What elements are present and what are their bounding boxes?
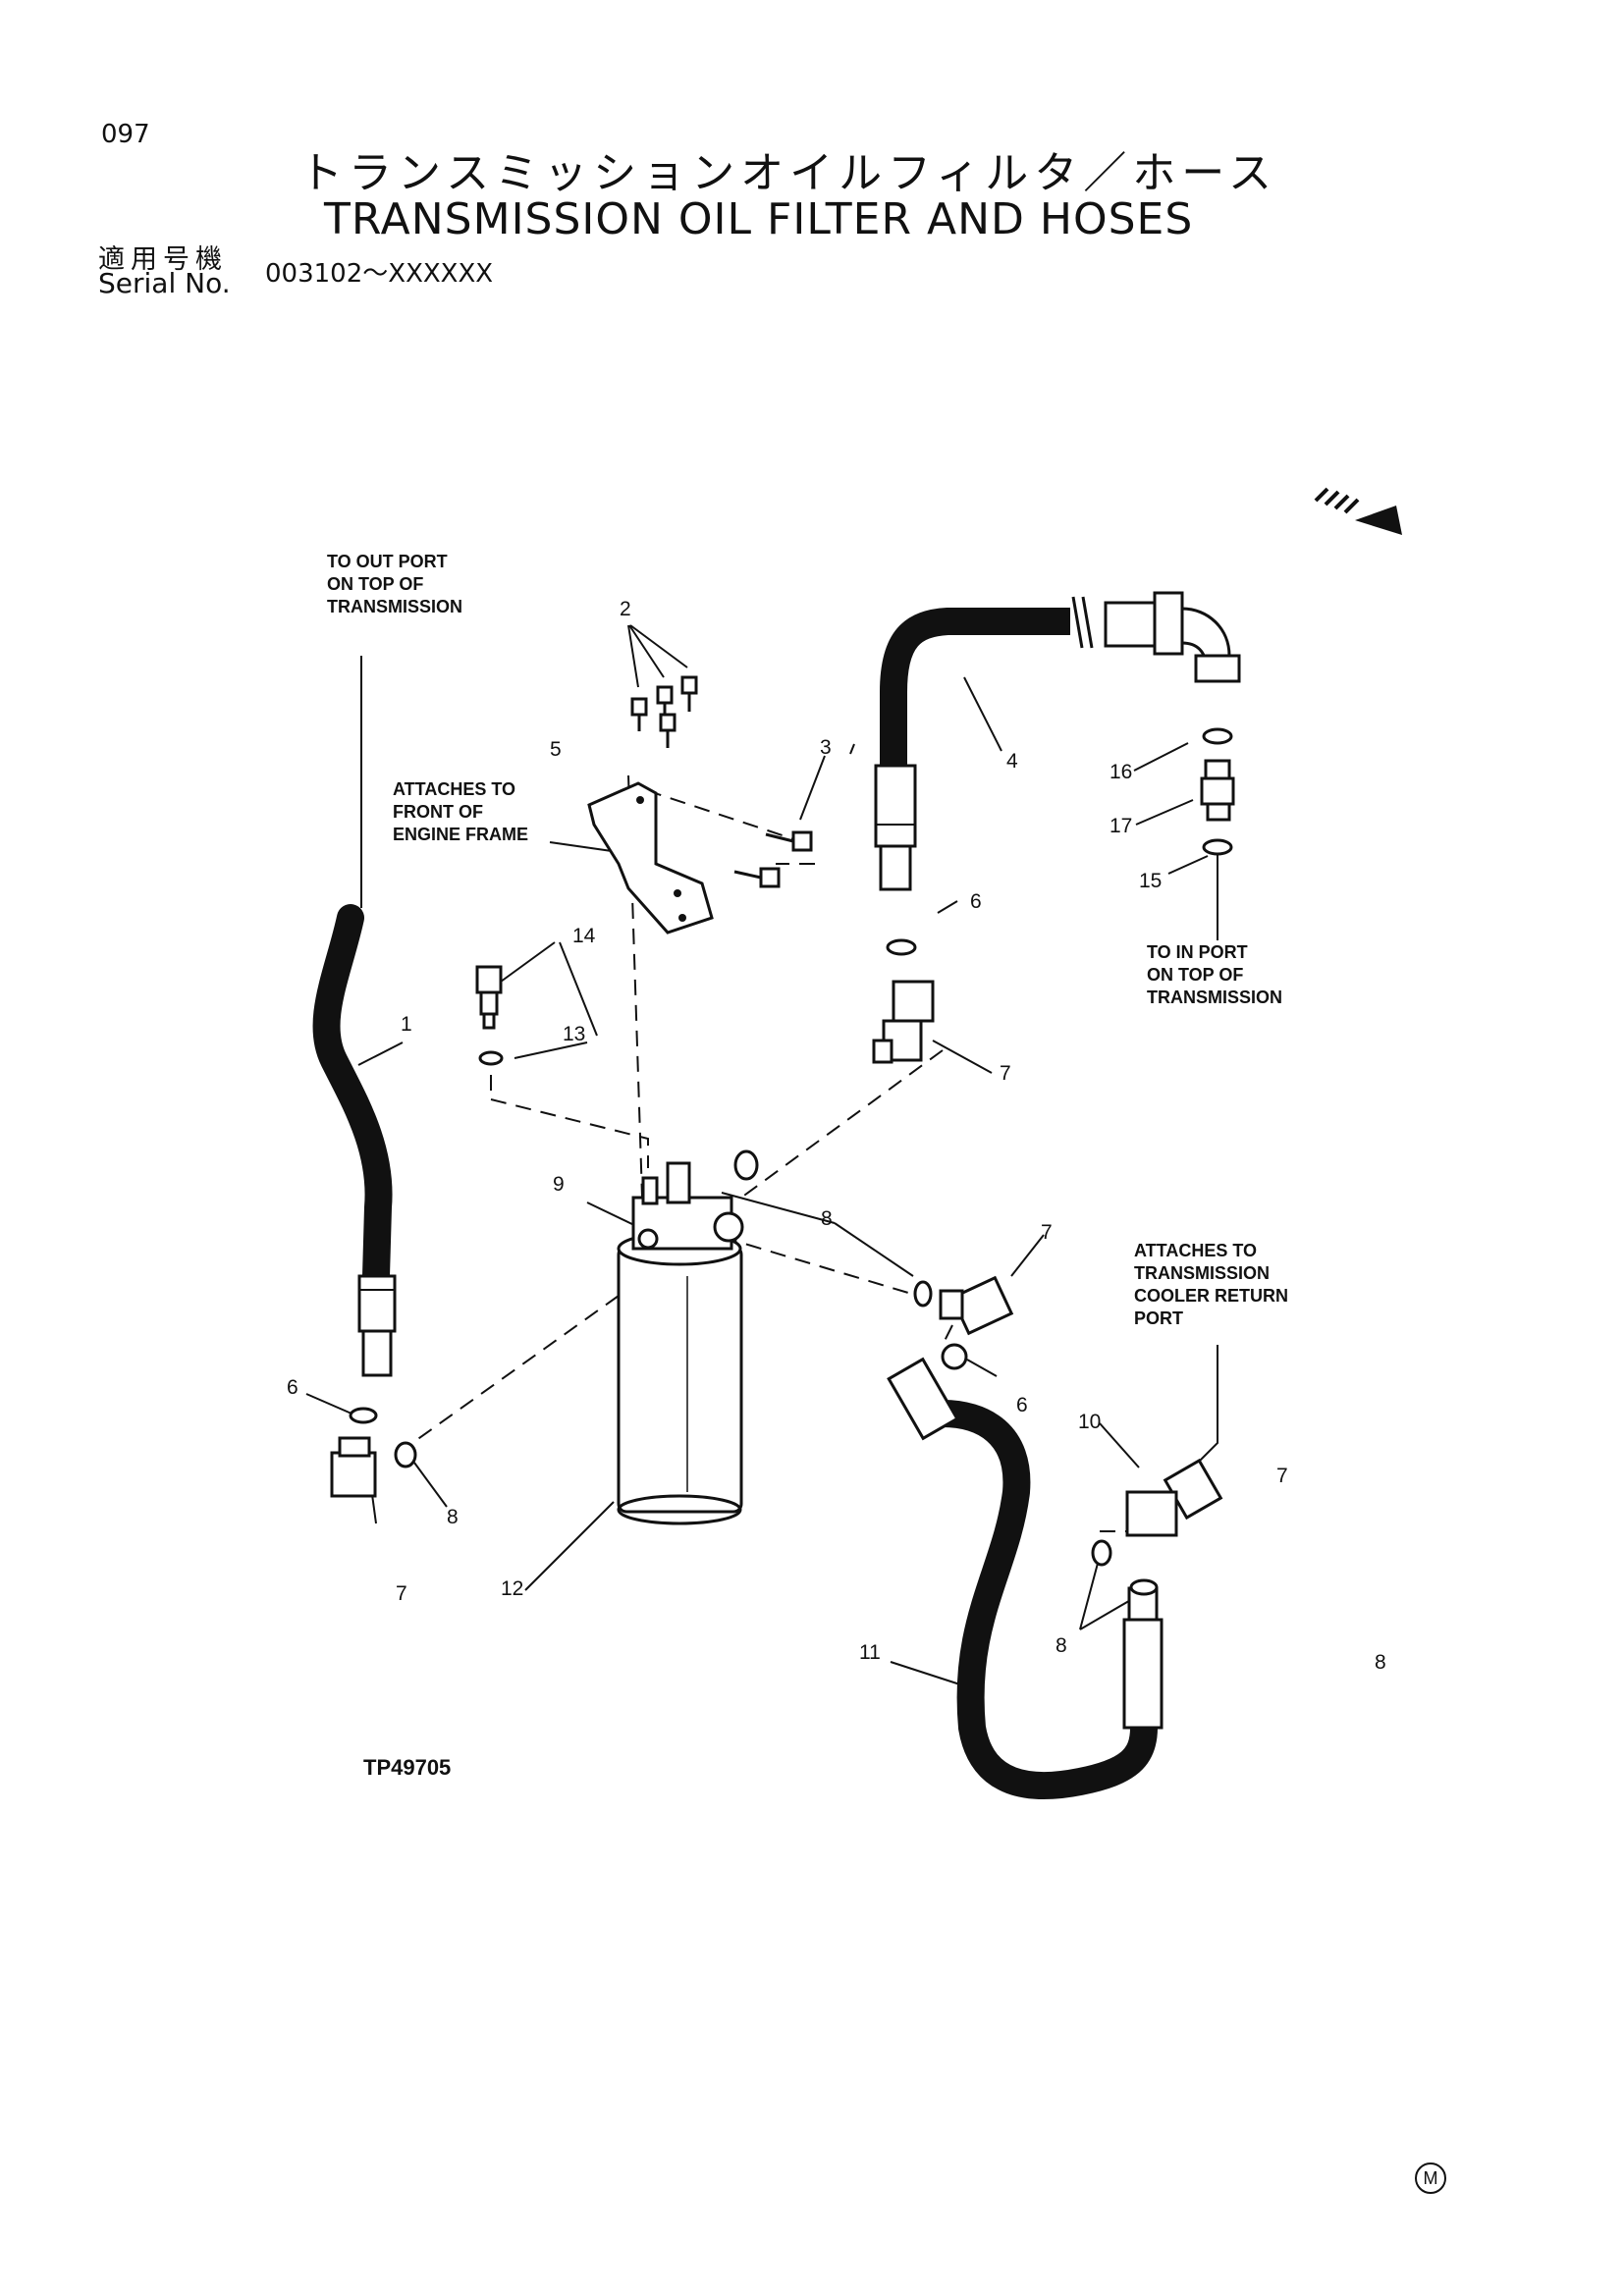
- callout-number: 16: [1110, 761, 1132, 783]
- callout-number: 12: [501, 1577, 523, 1600]
- note-cooler-return-line: PORT: [1134, 1308, 1183, 1328]
- callout-number: 7: [396, 1582, 407, 1605]
- callout-number: 8: [1056, 1634, 1067, 1657]
- callout-number: 6: [287, 1376, 298, 1399]
- note-cooler-return-line: ATTACHES TO: [1134, 1241, 1257, 1260]
- callout-number: 13: [563, 1023, 585, 1045]
- page-title-japanese: トランスミッションオイルフィルタ／ホース: [299, 148, 1278, 198]
- callout-number: 17: [1110, 815, 1132, 837]
- callout-number: 4: [1006, 750, 1018, 773]
- callout-number: 6: [1016, 1394, 1028, 1416]
- hose-4: [874, 591, 1241, 891]
- note-in-port-line: TRANSMISSION: [1147, 988, 1282, 1007]
- footer-mark: M: [1415, 2163, 1446, 2194]
- note-out-port-line: TRANSMISSION: [327, 597, 462, 616]
- note-engine-frame-line: FRONT OF: [393, 802, 483, 822]
- callout-numbers: 1 2 3 4 5 6 6 6 7 7 7 7 8 8 8 8 9 10 11 …: [287, 598, 1386, 1674]
- callout-number: 11: [859, 1641, 881, 1664]
- note-in-port-line: TO IN PORT: [1147, 942, 1248, 962]
- oil-filter: [617, 1231, 743, 1525]
- callout-number: 3: [820, 736, 832, 759]
- note-cooler-return-line: TRANSMISSION: [1134, 1263, 1270, 1283]
- hose-11: [887, 1357, 1164, 1800]
- figure-id: TP49705: [363, 1755, 451, 1780]
- note-in-port: TO IN PORT ON TOP OF TRANSMISSION: [1147, 942, 1282, 1007]
- callout-number: 14: [572, 925, 596, 947]
- note-cooler-return-line: COOLER RETURN: [1134, 1286, 1288, 1306]
- mounting-bracket: [587, 781, 714, 934]
- note-out-port-line: ON TOP OF: [327, 574, 423, 594]
- leader-lines: [305, 624, 1218, 1689]
- filter-head: [631, 1161, 744, 1251]
- page-title-english: TRANSMISSION OIL FILTER AND HOSES: [324, 194, 1194, 244]
- o-rings: [349, 727, 1233, 1596]
- callout-number: 8: [1375, 1651, 1386, 1674]
- note-engine-frame-line: ENGINE FRAME: [393, 825, 528, 844]
- callout-number: 1: [401, 1013, 412, 1036]
- callout-number: 5: [550, 738, 562, 761]
- fittings: [330, 759, 1235, 1537]
- callout-number: 7: [1276, 1465, 1288, 1487]
- note-cooler-return: ATTACHES TO TRANSMISSION COOLER RETURN P…: [1134, 1241, 1288, 1328]
- callout-number: 7: [1000, 1062, 1011, 1085]
- callout-number: 15: [1139, 870, 1162, 892]
- serial-label-japanese: 適用号機: [98, 244, 228, 275]
- note-in-port-line: ON TOP OF: [1147, 965, 1243, 985]
- assembly-lines: [411, 774, 1144, 1532]
- callout-number: 9: [553, 1173, 565, 1196]
- direction-arrow-icon: [1314, 487, 1402, 535]
- note-engine-frame-line: ATTACHES TO: [393, 779, 515, 799]
- serial-range: 003102～XXXXXX: [265, 259, 494, 289]
- hose-1: [312, 904, 397, 1377]
- callout-number: 2: [620, 598, 631, 620]
- callout-number: 6: [970, 890, 982, 913]
- callout-number: 10: [1078, 1411, 1101, 1433]
- callout-number: 8: [821, 1207, 833, 1230]
- bolts: [630, 675, 813, 888]
- note-out-port-line: TO OUT PORT: [327, 552, 448, 571]
- page-number: 097: [101, 120, 150, 149]
- serial-label-english: Serial No.: [98, 267, 231, 299]
- callout-number: 7: [1041, 1221, 1053, 1244]
- callout-number: 8: [447, 1506, 459, 1528]
- note-out-port: TO OUT PORT ON TOP OF TRANSMISSION: [327, 552, 462, 616]
- note-engine-frame: ATTACHES TO FRONT OF ENGINE FRAME: [393, 779, 528, 844]
